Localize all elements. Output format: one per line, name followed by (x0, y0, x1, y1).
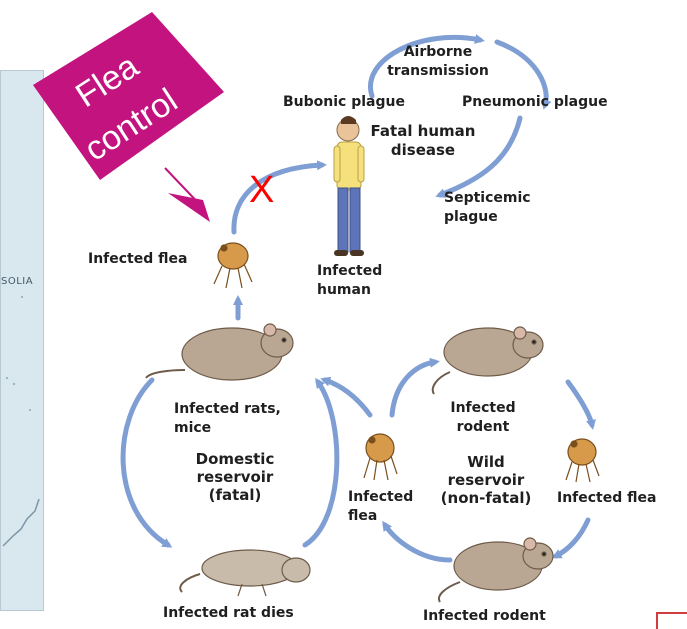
label-bubonic-plague: Bubonic plague (283, 94, 405, 111)
flea-right (566, 439, 599, 482)
label-domestic-reservoir: reservoir (183, 469, 287, 486)
label-wild-non-fatal: (non-fatal) (434, 490, 538, 507)
label-wild: Wild (434, 454, 538, 471)
flea-top (214, 243, 252, 288)
callout-box (0, 0, 230, 210)
label-disease: disease (380, 142, 466, 159)
block-x-mark: X (249, 170, 274, 210)
label-mice: mice (174, 420, 211, 437)
rat-wild-top (433, 327, 543, 394)
label-airborne: Airborne (393, 44, 483, 61)
label-infected-human-1: Infected (317, 263, 382, 280)
label-plague: plague (444, 209, 498, 226)
label-septicemic: Septicemic (444, 190, 531, 207)
rat-dead (180, 550, 310, 596)
label-transmission: transmission (378, 63, 498, 80)
label-infected-flea-middle-2: flea (348, 508, 377, 525)
rat-wild-bottom (439, 538, 553, 602)
label-infected-flea-top: Infected flea (88, 251, 187, 268)
label-infected-flea-right: Infected flea (557, 490, 656, 507)
label-infected-flea-middle-1: Infected (348, 489, 413, 506)
label-infected-rodent-top-1: Infected (445, 400, 521, 417)
label-domestic: Domestic (183, 451, 287, 468)
label-infected-rats: Infected rats, (174, 401, 281, 418)
flea-control-callout: Flea control (0, 0, 230, 210)
label-infected-rodent-top-2: rodent (445, 419, 521, 436)
label-infected-rat-dies: Infected rat dies (163, 605, 294, 622)
rat-domestic (146, 324, 293, 380)
flea-middle (364, 434, 397, 480)
label-wild-reservoir: reservoir (434, 472, 538, 489)
corner-bracket (656, 612, 687, 629)
label-pneumonic-plague: Pneumonic plague (462, 94, 608, 111)
label-infected-human-2: human (317, 282, 371, 299)
label-domestic-fatal: (fatal) (183, 487, 287, 504)
label-infected-rodent-bottom: Infected rodent (423, 608, 546, 625)
human-figure (334, 116, 364, 256)
label-fatal-human: Fatal human (366, 123, 480, 140)
